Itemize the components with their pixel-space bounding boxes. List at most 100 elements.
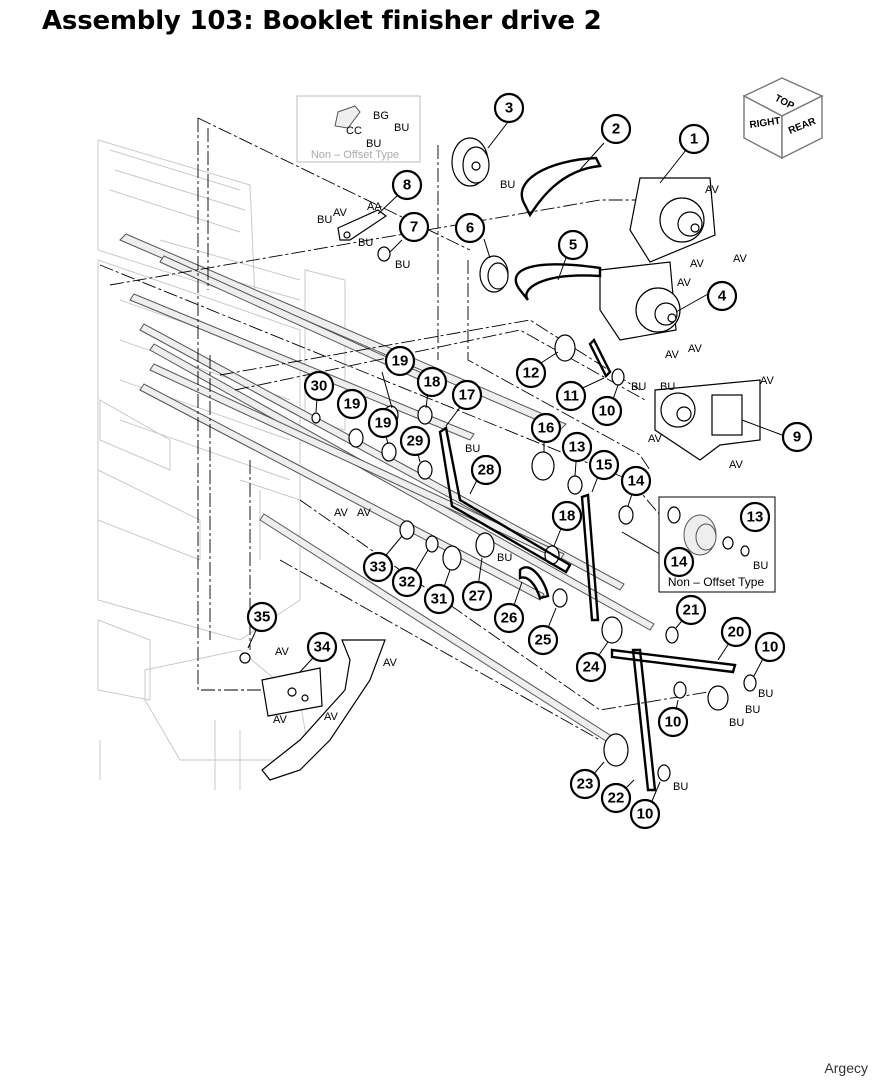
svg-text:17: 17 <box>459 387 476 404</box>
code-label: BU <box>753 560 768 572</box>
callout: 16 <box>530 412 562 444</box>
callout: 28 <box>470 454 502 486</box>
code-label: AV <box>275 646 290 658</box>
svg-text:10: 10 <box>762 639 779 656</box>
svg-text:12: 12 <box>523 365 540 382</box>
code-label: BU <box>394 122 409 134</box>
callout: 10 <box>591 395 623 427</box>
callout: 18 <box>551 500 583 532</box>
fastener-codes: AV AV AV AV AV AV AV AV AV AV AV AV AV A… <box>273 110 775 793</box>
callout: 34 <box>306 631 338 663</box>
code-label: BU <box>317 214 332 226</box>
orientation-cube: TOP RIGHT REAR <box>742 77 824 160</box>
svg-text:13: 13 <box>747 509 764 526</box>
svg-text:22: 22 <box>608 790 625 807</box>
svg-text:26: 26 <box>501 610 518 627</box>
callout: 27 <box>461 580 493 612</box>
svg-text:15: 15 <box>596 457 613 474</box>
code-label: BU <box>729 717 744 729</box>
callout: 7 <box>398 211 430 243</box>
callout: 25 <box>527 624 559 656</box>
svg-text:5: 5 <box>569 237 577 254</box>
svg-text:30: 30 <box>311 378 328 395</box>
inset-non-offset-top: Non – Offset Type <box>296 95 421 163</box>
callout: 9 <box>781 421 813 453</box>
callout: 33 <box>362 551 394 583</box>
svg-text:19: 19 <box>392 353 409 370</box>
code-label: AV <box>334 507 349 519</box>
callout: 10 <box>629 798 661 830</box>
svg-text:33: 33 <box>370 559 387 576</box>
callouts: 1 2 3 4 5 6 7 8 9 10 10 10 10 10 11 12 1… <box>246 92 813 830</box>
code-label: BU <box>673 781 688 793</box>
code-label: AV <box>333 207 348 219</box>
code-label: AV <box>648 433 663 445</box>
svg-text:16: 16 <box>538 420 555 437</box>
callout: 2 <box>600 113 632 145</box>
motor-assembly-1 <box>629 177 716 263</box>
code-label: AV <box>357 507 372 519</box>
callout: 5 <box>557 229 589 261</box>
callout: 24 <box>575 651 607 683</box>
svg-text:14: 14 <box>671 554 688 571</box>
code-label: BU <box>500 179 515 191</box>
callout: 31 <box>423 583 455 615</box>
svg-text:19: 19 <box>375 415 392 432</box>
pulley-6 <box>479 255 509 293</box>
svg-text:27: 27 <box>469 588 486 605</box>
callout: 22 <box>600 782 632 814</box>
page-title: Assembly 103: Booklet finisher drive 2 <box>42 6 602 36</box>
callout: 23 <box>569 768 601 800</box>
svg-text:7: 7 <box>410 219 418 236</box>
callout: 19 <box>336 388 368 420</box>
code-label: BU <box>758 688 773 700</box>
code-label: BU <box>497 552 512 564</box>
callout: 3 <box>493 92 525 124</box>
svg-text:6: 6 <box>466 220 474 237</box>
svg-text:21: 21 <box>683 602 700 619</box>
svg-text:34: 34 <box>314 639 331 656</box>
callout: 4 <box>706 280 738 312</box>
svg-text:18: 18 <box>559 508 576 525</box>
code-label: AV <box>729 459 744 471</box>
code-label: AV <box>690 258 705 270</box>
svg-text:4: 4 <box>718 288 727 305</box>
svg-text:10: 10 <box>637 806 654 823</box>
svg-text:31: 31 <box>431 591 448 608</box>
code-label: AV <box>383 657 398 669</box>
svg-text:25: 25 <box>535 632 552 649</box>
code-label: AV <box>705 184 720 196</box>
callout: 1 <box>678 123 710 155</box>
svg-text:23: 23 <box>577 776 594 793</box>
svg-text:14: 14 <box>628 473 645 490</box>
callout: 21 <box>675 594 707 626</box>
callout: 15 <box>588 449 620 481</box>
callout: 20 <box>720 616 752 648</box>
code-label: BG <box>373 110 389 122</box>
svg-text:10: 10 <box>665 714 682 731</box>
callout: 35 <box>246 601 278 633</box>
callout: 19 <box>384 345 416 377</box>
arm-bracket <box>261 639 386 781</box>
svg-text:19: 19 <box>344 396 361 413</box>
svg-text:3: 3 <box>505 100 513 117</box>
callout: 11 <box>555 380 587 412</box>
svg-text:2: 2 <box>612 121 620 138</box>
callout: 14 <box>663 546 695 578</box>
cube-right-label: RIGHT <box>749 116 781 131</box>
code-label: BU <box>465 443 480 455</box>
svg-text:29: 29 <box>407 433 424 450</box>
svg-text:24: 24 <box>583 659 600 676</box>
callout: 29 <box>399 425 431 457</box>
svg-text:13: 13 <box>569 439 586 456</box>
svg-text:8: 8 <box>403 177 411 194</box>
svg-text:32: 32 <box>399 574 416 591</box>
code-label: AV <box>688 343 703 355</box>
callout: 12 <box>515 357 547 389</box>
code-label: AV <box>733 253 748 265</box>
watermark: Argecy <box>824 1060 868 1076</box>
code-label: AV <box>324 711 339 723</box>
pulley-3 <box>451 137 490 187</box>
callout: 10 <box>754 631 786 663</box>
